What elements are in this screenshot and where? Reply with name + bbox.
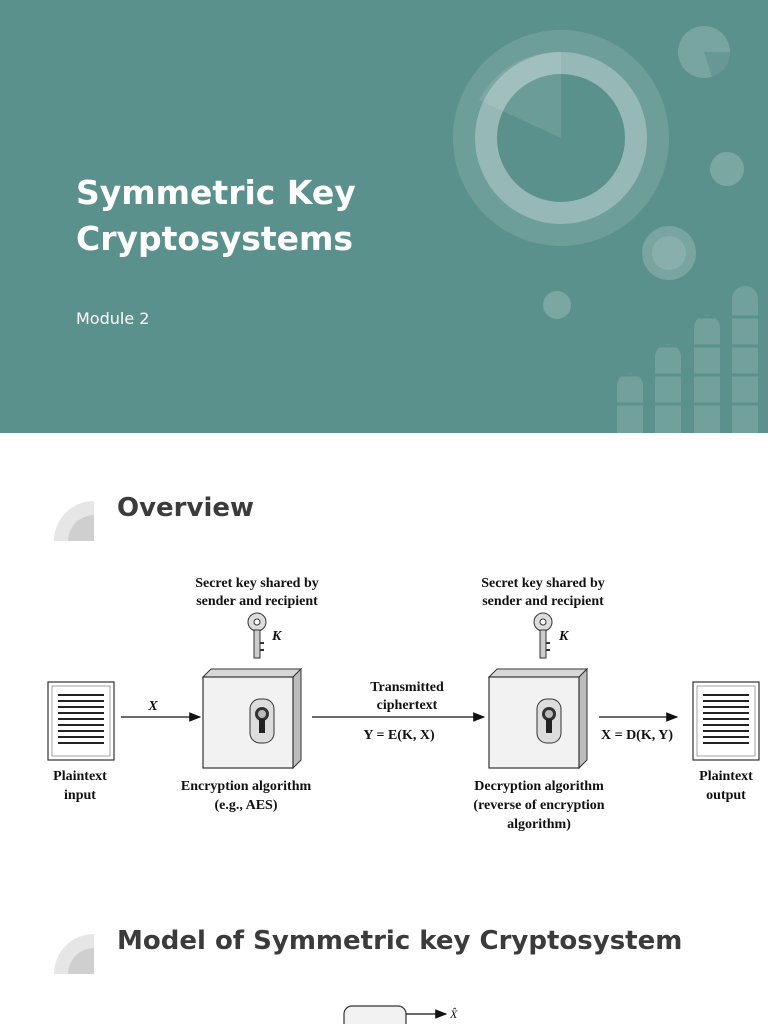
decryption-box-icon [487, 667, 589, 770]
heading-decoration-icon [54, 501, 94, 541]
key-symbol-left: K [271, 629, 283, 644]
slide-subtitle: Module 2 [76, 309, 150, 328]
transmitted-line1: Transmitted [370, 680, 444, 695]
key-icon-right [533, 612, 553, 659]
title-line-2: Cryptosystems [76, 219, 354, 258]
decryption-line2: (reverse of encryption [473, 798, 604, 813]
decorative-shapes [453, 26, 768, 433]
model-diagram-partial: X̂ [343, 1005, 458, 1024]
key-icon-left [247, 612, 267, 659]
heading-decoration-icon-2 [54, 934, 94, 974]
overview-heading: Overview [117, 493, 255, 523]
plaintext-input-document-icon [47, 681, 115, 761]
secret-key-right-line2: sender and recipient [482, 594, 604, 609]
plaintext-input-line2: input [64, 788, 96, 803]
secret-key-left-line1: Secret key shared by [195, 576, 319, 591]
plaintext-input-line1: Plaintext [53, 769, 107, 784]
key-symbol-right: K [558, 629, 570, 644]
plaintext-output-line2: output [706, 788, 746, 803]
secret-key-left-line2: sender and recipient [196, 594, 318, 609]
model-output-label: X̂ [449, 1007, 458, 1021]
slide-title: Symmetric Key Cryptosystems [76, 170, 436, 262]
plaintext-output-line1: Plaintext [699, 769, 753, 784]
encryption-line2: (e.g., AES) [215, 798, 278, 813]
output-formula: X = D(K, Y) [601, 728, 673, 743]
secret-key-right-line1: Secret key shared by [481, 576, 605, 591]
transmitted-line2: ciphertext [377, 698, 438, 713]
model-heading: Model of Symmetric key Cryptosystem [117, 926, 683, 956]
cipher-formula: Y = E(K, X) [363, 728, 435, 743]
title-line-1: Symmetric Key [76, 173, 356, 212]
encryption-line1: Encryption algorithm [181, 779, 312, 794]
decryption-line1: Decryption algorithm [474, 779, 604, 794]
symmetric-encryption-diagram: Secret key shared by sender and recipien… [47, 576, 760, 832]
plaintext-output-document-icon [692, 681, 760, 761]
encryption-box-icon [201, 667, 303, 770]
title-slide: Symmetric Key Cryptosystems Module 2 [0, 0, 768, 433]
input-x-label: X [147, 699, 158, 714]
overview-slide: Overview [0, 433, 768, 1024]
decryption-line3: algorithm) [507, 817, 571, 832]
